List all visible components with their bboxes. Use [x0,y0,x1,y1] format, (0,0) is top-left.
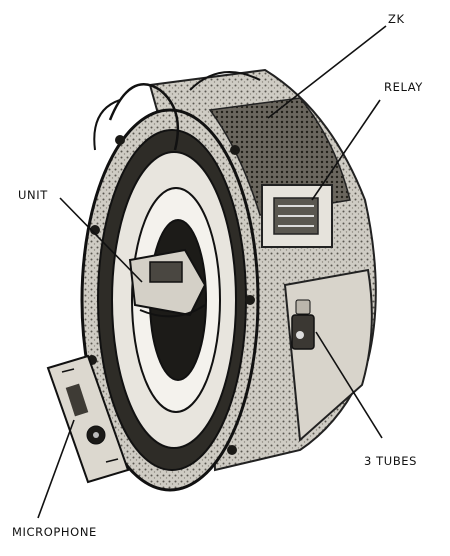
leader-tubes [315,331,383,439]
relay-component [261,184,333,248]
cables [93,71,261,151]
label-unit: UNIT [18,188,48,202]
microphone-component [46,354,130,484]
leader-unit [59,197,143,283]
leader-lines [37,25,387,519]
label-microphone: MICROPHONE [12,525,97,539]
unit-component [128,248,207,318]
leader-microphone [37,419,75,519]
leader-zk [267,25,387,119]
label-tubes: 3 TUBES [364,454,418,468]
label-relay: RELAY [384,80,423,94]
tubes-component [291,299,315,350]
label-zk: ZK [388,12,405,26]
leader-relay [311,99,381,201]
